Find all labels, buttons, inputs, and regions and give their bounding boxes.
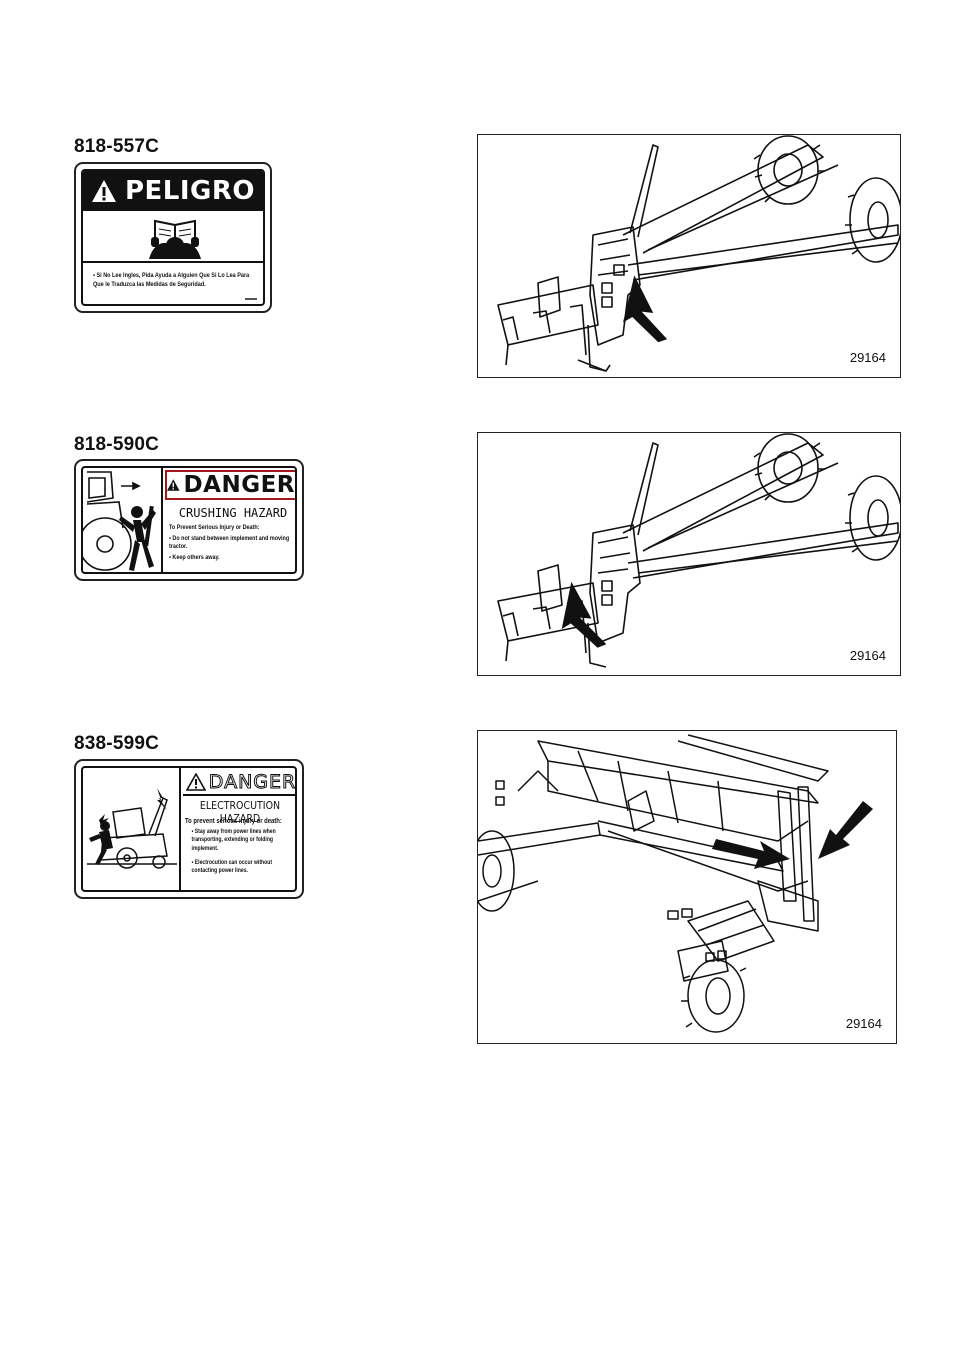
person-reading-manual-icon	[149, 219, 201, 259]
hazard-instructions: To prevent serious injury or death: ▪ St…	[185, 816, 282, 875]
decal-danger-electrocution: DANGER ELECTROCUTION HAZARD To prevent s…	[74, 759, 304, 899]
warning-triangle-icon	[185, 773, 206, 791]
decal-code-mark	[245, 298, 257, 300]
hazard-title: ELECTROCUTION HAZARD	[199, 799, 281, 825]
figure-3-frame-view: 29164	[477, 730, 897, 1044]
implement-frame-drawing	[478, 734, 873, 1033]
hazard-instructions: To Prevent Serious Injury or Death: ▪ Do…	[169, 524, 290, 561]
figure-number: 29164	[845, 1016, 882, 1031]
signal-word-header: DANGER	[183, 770, 297, 796]
decal-peligro: PELIGRO ▪ Si No Lee Ingles, Pida Ayuda a…	[74, 162, 272, 313]
signal-word: PELIGRO	[124, 176, 256, 206]
decal-divider	[161, 468, 163, 572]
implement-hitch-drawing	[497, 433, 900, 668]
decal-danger-crushing: DANGER CRUSHING HAZARD To Prevent Seriou…	[74, 459, 304, 581]
decal-message: ▪ Si No Lee Ingles, Pida Ayuda a Alguien…	[93, 272, 250, 288]
figure-1-hitch-view: 29164	[477, 134, 901, 378]
pictogram-area	[83, 211, 263, 263]
crushing-hazard-icon	[83, 471, 156, 571]
figure-2-hitch-view: 29164	[477, 432, 901, 676]
implement-hitch-drawing	[497, 135, 900, 372]
part-number-818-590c: 818-590C	[74, 434, 160, 455]
signal-word-header: PELIGRO	[83, 171, 263, 211]
decal-divider	[179, 768, 181, 890]
warning-triangle-icon	[167, 479, 180, 491]
part-number-818-557c: 818-557C	[74, 136, 160, 157]
electrocution-hazard-icon	[87, 788, 177, 869]
part-number-838-599c: 838-599C	[74, 733, 160, 754]
signal-word-header: DANGER	[165, 470, 295, 500]
figure-number: 29164	[849, 648, 886, 663]
signal-word: DANGER	[208, 771, 297, 794]
hazard-title: CRUSHING HAZARD	[178, 506, 288, 520]
signal-word: DANGER	[183, 472, 295, 498]
warning-triangle-icon	[91, 180, 116, 202]
figure-number: 29164	[849, 350, 886, 365]
